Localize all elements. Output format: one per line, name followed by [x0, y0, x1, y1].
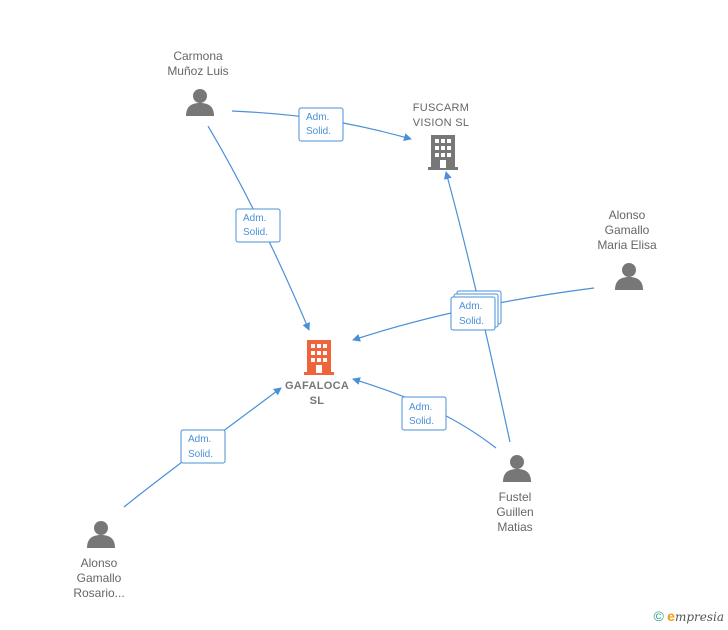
node-label-alonso-rosario[interactable]: Alonso Gamallo Rosario...	[73, 556, 125, 600]
node-label-fuscarm[interactable]: FUSCARM VISION SL	[412, 102, 470, 129]
person-icon[interactable]	[186, 89, 214, 116]
edge-label-line2: Solid.	[243, 227, 268, 238]
edge-label-fustel-gafaloca: Adm. Solid.	[401, 396, 447, 431]
edge-label-line1: Adm.	[409, 402, 432, 413]
edge-label-line1: Adm.	[306, 112, 329, 123]
brand-name: mpresia	[674, 610, 724, 624]
edge-label-alonso-rosario-gafaloca: Adm. Solid.	[180, 429, 226, 464]
person-icon[interactable]	[615, 263, 643, 290]
edge-label-stack-center: Adm. Solid.	[450, 290, 502, 331]
node-label-fustel[interactable]: Fustel Guillen Matias	[496, 490, 534, 534]
edge-label-line1: Adm.	[188, 434, 211, 445]
edge-label-line1: Adm.	[459, 301, 482, 312]
edge-label-line2: Solid.	[188, 449, 213, 460]
brand-initial: e	[667, 608, 675, 624]
edge-label-line2: Solid.	[306, 126, 331, 137]
person-icon[interactable]	[503, 455, 531, 482]
edge-label-line2: Solid.	[459, 316, 484, 327]
edge-label-carmona-gafaloca: Adm. Solid.	[235, 208, 281, 243]
edge-label-carmona-fuscarm: Adm. Solid.	[298, 107, 344, 142]
edge-label-line2: Solid.	[409, 416, 434, 427]
building-icon[interactable]	[428, 135, 458, 170]
node-label-carmona[interactable]: Carmona Muñoz Luis	[167, 49, 229, 78]
copyright-icon: ©	[653, 608, 664, 624]
person-icon[interactable]	[87, 521, 115, 548]
node-label-alonso-maria[interactable]: Alonso Gamallo Maria Elisa	[597, 208, 657, 252]
edge-label-line1: Adm.	[243, 213, 266, 224]
footer-brand: © empresia	[653, 608, 724, 624]
node-label-gafaloca[interactable]: GAFALOCA SL	[284, 380, 350, 407]
building-icon[interactable]	[304, 340, 334, 375]
